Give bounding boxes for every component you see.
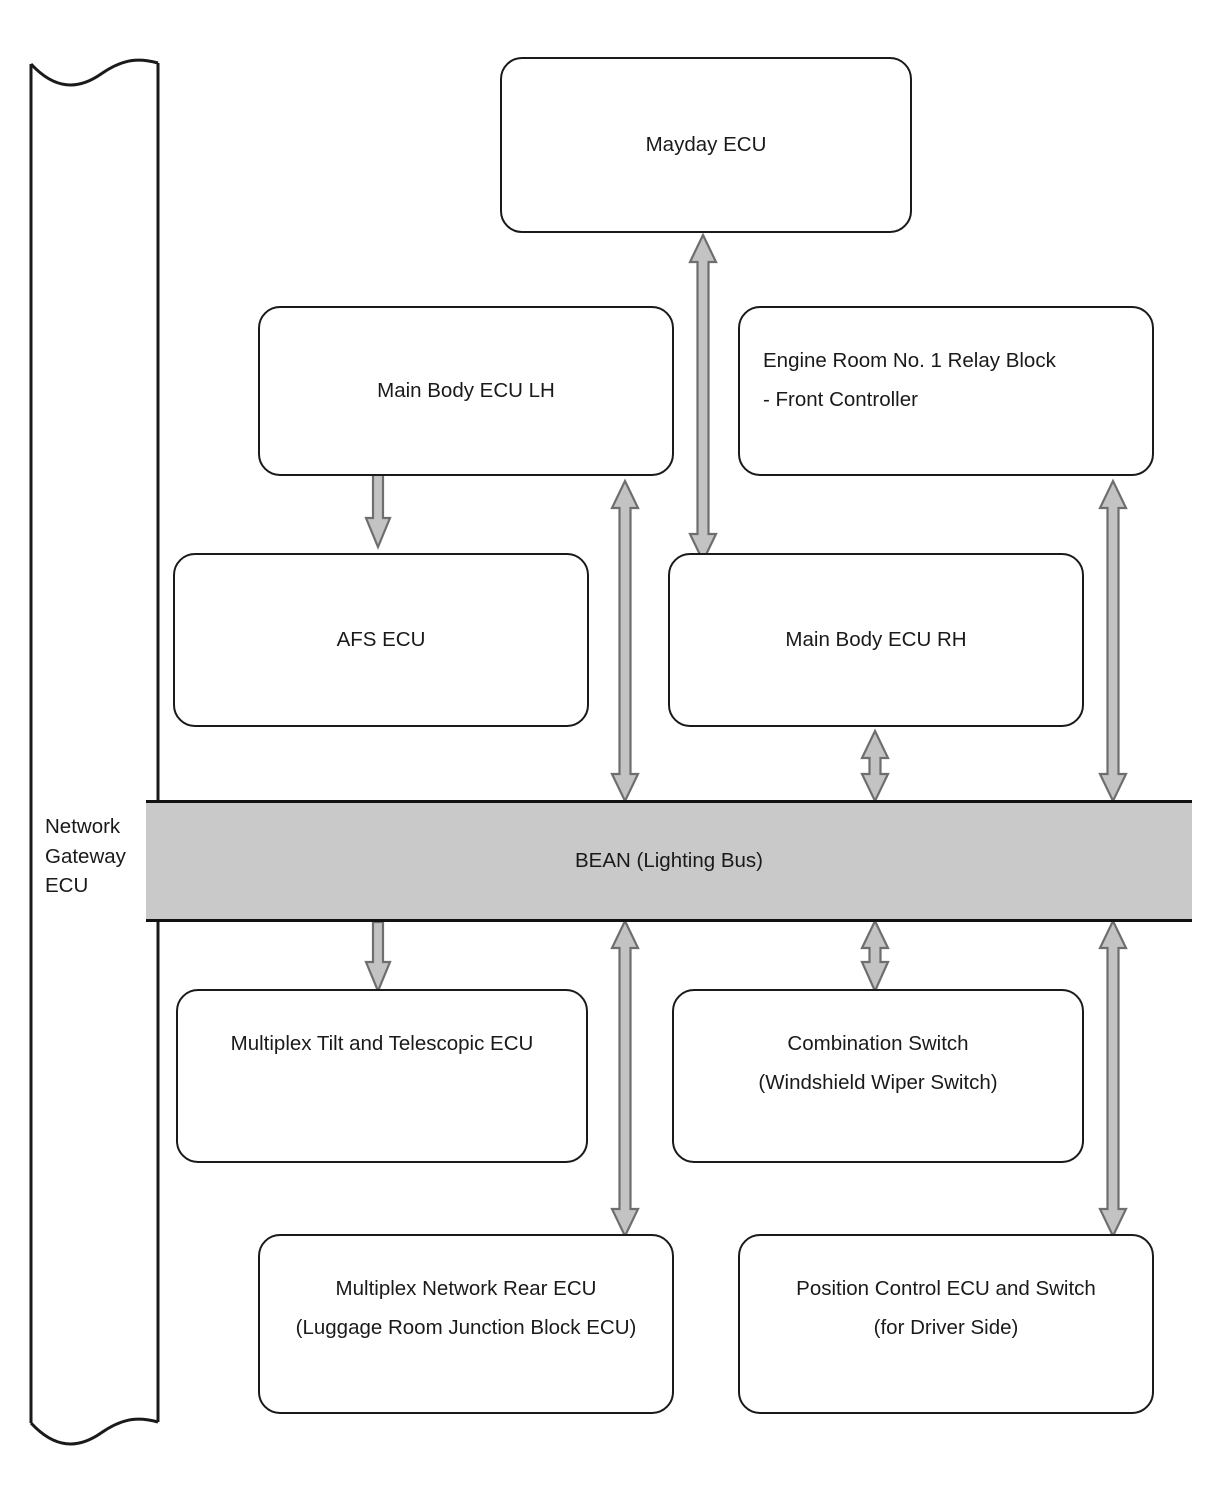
arrow-bus-engineroom	[1098, 478, 1128, 804]
arrow-mainbodylh-afs	[364, 472, 392, 550]
node-main-body-ecu-lh[interactable]: Main Body ECU LH	[258, 306, 674, 476]
node-engine-room-relay-block-label: Engine Room No. 1 Relay Block - Front Co…	[763, 349, 1056, 411]
network-gateway-band	[29, 58, 160, 1446]
arrow-bus-multiplextilt	[364, 920, 392, 994]
node-multiplex-tilt-telescopic-ecu[interactable]: Multiplex Tilt and Telescopic ECU	[176, 989, 588, 1163]
node-main-body-ecu-lh-label: Main Body ECU LH	[377, 378, 555, 402]
node-afs-ecu[interactable]: AFS ECU	[173, 553, 589, 727]
node-mayday-ecu-label: Mayday ECU	[645, 132, 767, 156]
node-afs-ecu-label: AFS ECU	[336, 627, 426, 651]
node-combination-switch-label: Combination Switch (Windshield Wiper Swi…	[758, 1032, 998, 1094]
node-multiplex-network-rear-ecu[interactable]: Multiplex Network Rear ECU (Luggage Room…	[258, 1234, 674, 1414]
node-mayday-ecu[interactable]: Mayday ECU	[500, 57, 912, 233]
node-position-control-ecu-switch-label: Position Control ECU and Switch (for Dri…	[796, 1277, 1096, 1339]
node-position-control-ecu-switch[interactable]: Position Control ECU and Switch (for Dri…	[738, 1234, 1154, 1414]
node-multiplex-network-rear-ecu-label: Multiplex Network Rear ECU (Luggage Room…	[295, 1277, 637, 1339]
arrow-bus-mainbodyrh	[860, 728, 890, 804]
arrow-bus-positioncontrol	[1098, 918, 1128, 1239]
bean-lighting-bus[interactable]: BEAN (Lighting Bus)	[146, 800, 1192, 922]
arrow-bus-mainbodylh	[610, 478, 640, 804]
node-engine-room-relay-block[interactable]: Engine Room No. 1 Relay Block - Front Co…	[738, 306, 1154, 476]
node-combination-switch[interactable]: Combination Switch (Windshield Wiper Swi…	[672, 989, 1084, 1163]
node-multiplex-tilt-telescopic-ecu-label: Multiplex Tilt and Telescopic ECU	[230, 1032, 534, 1055]
arrow-bus-combinationswitch	[860, 918, 890, 994]
arrow-mainbodyrh-mayday	[688, 232, 718, 564]
node-main-body-ecu-rh[interactable]: Main Body ECU RH	[668, 553, 1084, 727]
node-main-body-ecu-rh-label: Main Body ECU RH	[785, 627, 967, 651]
arrow-bus-multiplexrear	[610, 918, 640, 1239]
network-gateway-ecu-label: Network Gateway ECU	[45, 815, 126, 898]
bean-lighting-bus-label: BEAN (Lighting Bus)	[574, 849, 763, 872]
